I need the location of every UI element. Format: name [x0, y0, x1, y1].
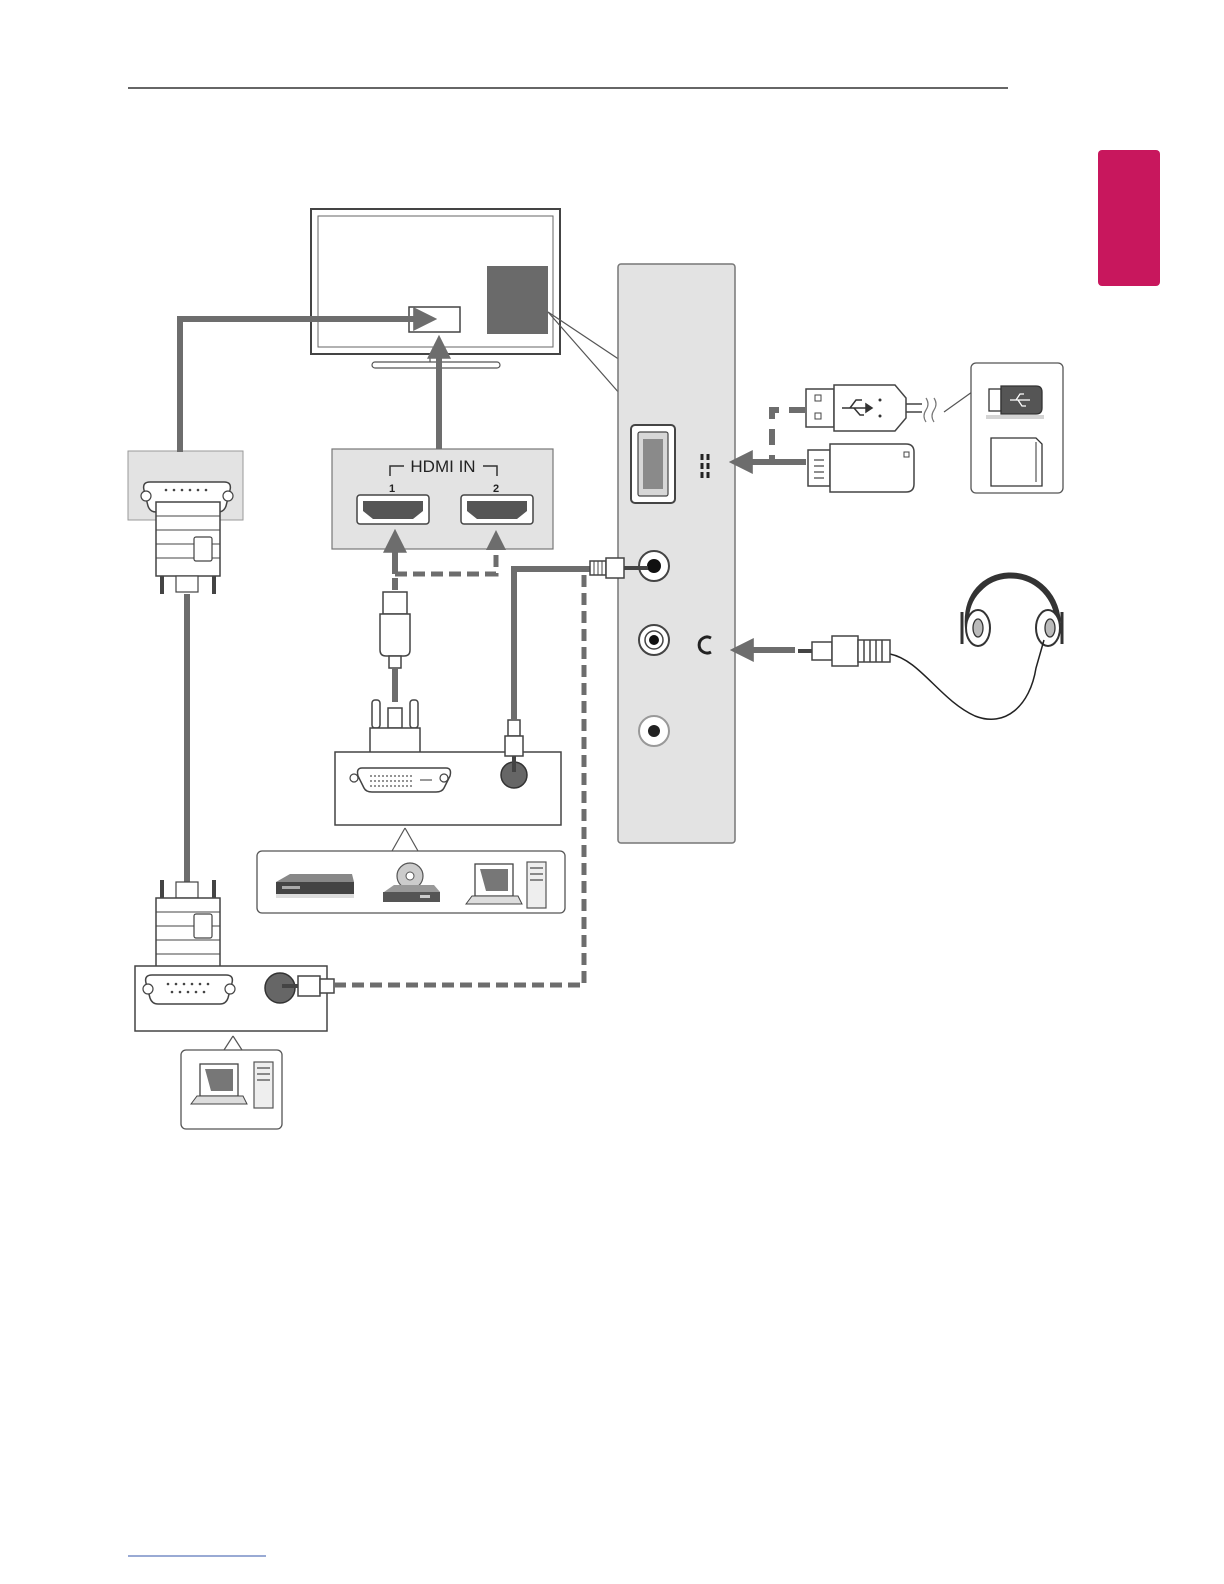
dvd-player-icon — [276, 874, 354, 898]
language-tab — [1098, 150, 1160, 286]
memory-card-icon — [991, 438, 1042, 486]
side-panel — [618, 264, 735, 843]
vga-plug-tv — [156, 502, 220, 594]
hdmi-plug — [380, 592, 410, 702]
headphones-icon — [962, 575, 1062, 646]
tv-side-port-block — [487, 266, 548, 334]
pc-laptop-icon — [191, 1064, 247, 1104]
pc-desktop-tower-icon — [254, 1062, 273, 1108]
av-source-panel — [335, 752, 561, 825]
hdmi-port-2 — [461, 495, 533, 524]
usb-cable-plug — [806, 385, 936, 431]
laptop-icon — [466, 864, 522, 904]
headphone-plug — [798, 636, 890, 666]
hdmi-port-2-label: 2 — [493, 483, 499, 495]
av-jack — [639, 716, 669, 746]
usb-port — [631, 425, 675, 503]
hdmi-port-1-label: 1 — [389, 483, 395, 495]
hdmi-panel: HDMI IN 1 2 — [332, 449, 553, 549]
vga-plug-pc — [156, 880, 220, 972]
hdmi-port-1 — [357, 495, 429, 524]
headphone-jack — [639, 625, 669, 655]
tv-rear — [311, 209, 560, 368]
desktop-tower-icon — [527, 862, 546, 908]
hdmi-in-label: HDMI IN — [410, 457, 475, 476]
usb-device-inset — [944, 363, 1063, 493]
usb-flash-drive — [808, 444, 914, 492]
